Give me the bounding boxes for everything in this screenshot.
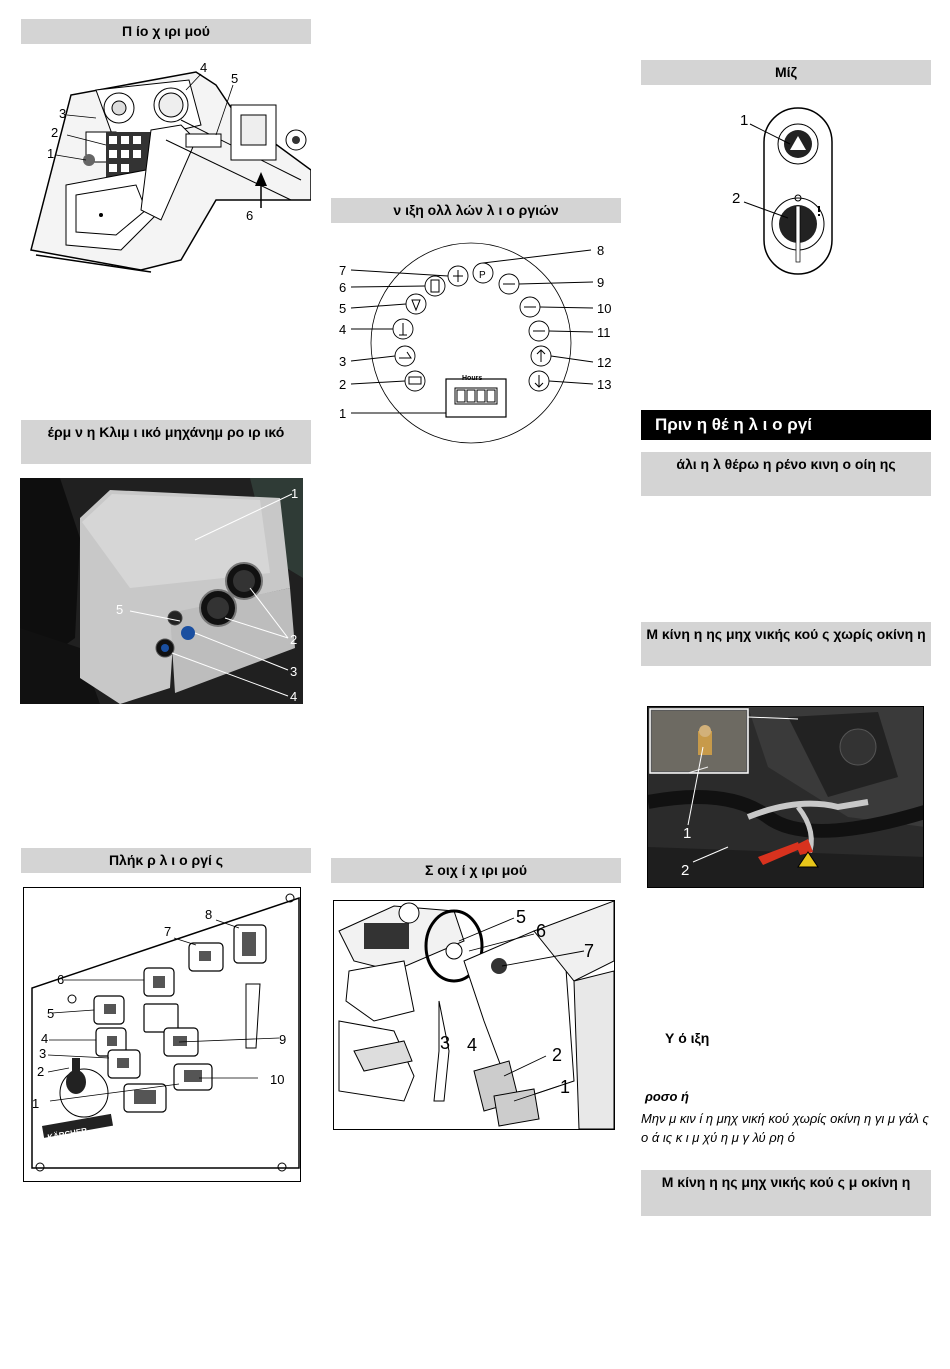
engine-photo: 1 2	[647, 706, 924, 888]
key-label-4: 4	[41, 1031, 48, 1046]
control-label-3: 3	[440, 1033, 450, 1053]
climate-label-4: 4	[290, 689, 297, 704]
light-label-12: 12	[597, 355, 611, 370]
caution-text: Μην μ κιν ί η μηχ νική κού χωρίς οκίνη η…	[641, 1111, 929, 1145]
hours-label: Hours	[462, 375, 482, 382]
control-label-7: 7	[584, 941, 594, 961]
controls-illustration: 5 6 7 3 4 2 1	[333, 900, 615, 1130]
light-label-9: 9	[597, 275, 604, 290]
key-label-9: 9	[279, 1032, 286, 1047]
light-label-7: 7	[339, 263, 346, 278]
light-label-11: 11	[597, 325, 611, 340]
engine-label-2: 2	[681, 862, 689, 879]
ignition-label-2: 2	[732, 190, 740, 207]
control-label-5: 5	[516, 907, 526, 927]
warning-lights-heading: ν ιξη ολλ λών λ ι ο ργιών	[331, 198, 621, 223]
function-keys-heading: Πλήκ ρ λ ι ο ργί ς	[21, 848, 311, 873]
ignition-heading: Μίζ	[641, 60, 931, 85]
control-label-6: 6	[536, 921, 546, 941]
before-operation-heading: Πριν η θέ η λ ι ο ργί	[641, 410, 931, 440]
dashboard-illustration: 3 2 1 4 5 6	[21, 60, 311, 275]
light-label-10: 10	[597, 301, 611, 316]
ignition-label-1: 1	[740, 112, 748, 129]
engine-label-1: 1	[683, 825, 691, 842]
key-label-5: 5	[47, 1006, 54, 1021]
light-label-5: 5	[339, 301, 346, 316]
key-label-10: 10	[270, 1072, 284, 1087]
dash-label-4: 4	[200, 60, 207, 75]
warning-lights-diagram: P Hours 1 2 3 4 5	[331, 236, 621, 452]
climate-heading: έρμ ν η Κλιμ ι ικό μηχάνημ ρο ιρ ικό	[21, 420, 311, 464]
dash-label-2: 2	[51, 125, 58, 140]
tow-engine-heading: Μ κίνη η ης μηχ νικής κού ς μ οκίνη η	[641, 1170, 931, 1216]
key-label-2: 2	[37, 1064, 44, 1079]
check-level-heading: άλι η λ θέρω η ρένο κινη ο οίη ης	[641, 452, 931, 496]
ignition-diagram: 1 2	[728, 106, 838, 276]
key-label-6: 6	[57, 972, 64, 987]
light-label-2: 2	[339, 377, 346, 392]
control-label-2: 2	[552, 1045, 562, 1065]
climate-photo: 1 2 3 4 5	[20, 478, 303, 704]
climate-label-2: 2	[290, 632, 297, 647]
light-label-8: 8	[597, 243, 604, 258]
svg-text:P: P	[479, 270, 486, 281]
key-label-8: 8	[205, 907, 212, 922]
climate-label-3: 3	[290, 664, 297, 679]
light-label-13: 13	[597, 377, 611, 392]
control-label-4: 4	[467, 1035, 477, 1055]
drain-engine-heading: Μ κίνη η ης μηχ νικής κού ς χωρίς οκίνη …	[641, 622, 931, 666]
key-label-1: 1	[32, 1096, 39, 1111]
key-label-3: 3	[39, 1046, 46, 1061]
controls-heading: Σ οιχ ί χ ιρι μού	[331, 858, 621, 883]
hint-text: Υ ό ιξη	[665, 1030, 710, 1046]
light-label-6: 6	[339, 280, 346, 295]
operator-seat-heading: Π ίο χ ιρι μού	[21, 19, 311, 44]
light-label-4: 4	[339, 322, 346, 337]
dash-label-1: 1	[47, 146, 54, 161]
light-label-3: 3	[339, 354, 346, 369]
dash-label-5: 5	[231, 71, 238, 86]
function-keys-panel: KÄRCHER 1 2 3 4 5 6 7 8 9 10	[23, 887, 301, 1182]
dash-label-3: 3	[59, 106, 66, 121]
key-label-7: 7	[164, 924, 171, 939]
light-label-1: 1	[339, 406, 346, 421]
climate-label-1: 1	[291, 486, 298, 501]
caution-title: ροσο ή	[645, 1089, 689, 1104]
dash-label-6: 6	[246, 208, 253, 223]
climate-label-5: 5	[116, 602, 123, 617]
control-label-1: 1	[560, 1077, 570, 1097]
